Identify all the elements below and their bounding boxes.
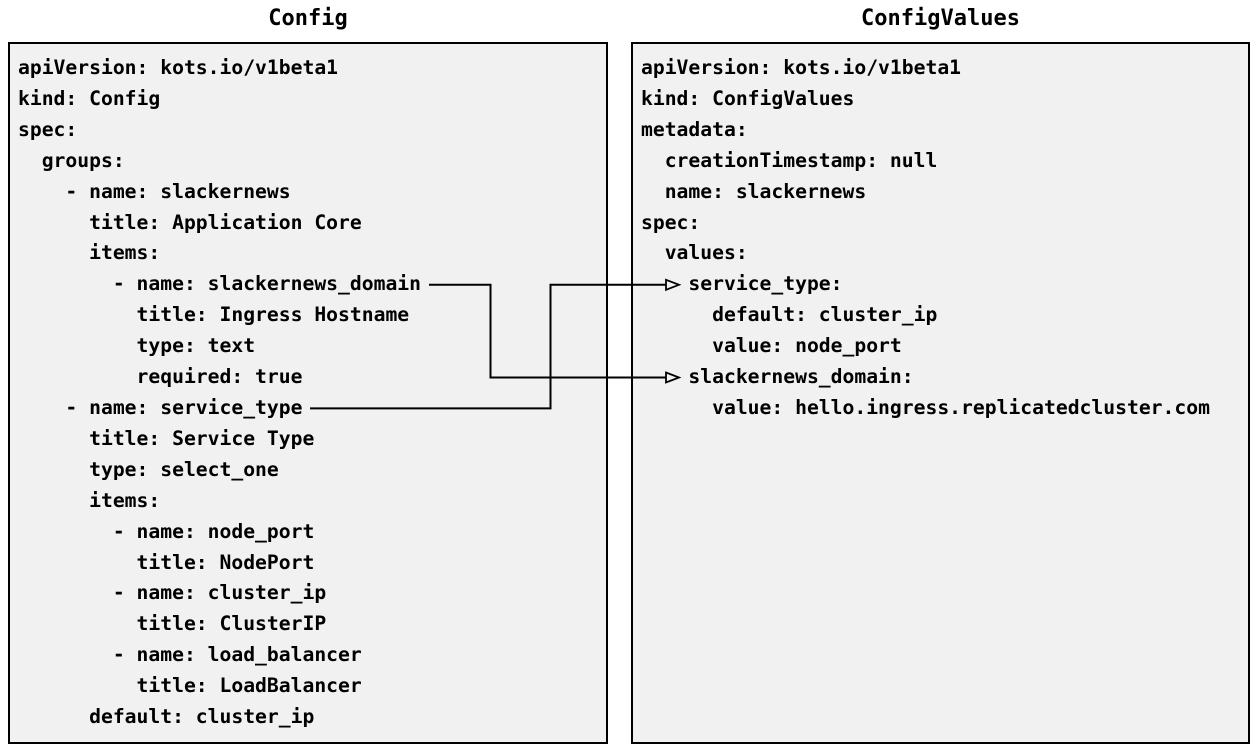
yaml-line-kind: kind: ConfigValues [641,86,855,110]
yaml-line-domain-key: slackernews_domain: [641,365,914,389]
yaml-line-slackernews-domain: - name: slackernews_domain [18,272,421,296]
yaml-line-service-default: default: cluster_ip [641,303,938,327]
yaml-line-metadata: metadata: [641,117,748,141]
yaml-line-apiversion: apiVersion: kots.io/v1beta1 [18,56,339,79]
config-panel-title: Config [268,6,348,31]
yaml-line-group-name: - name: slackernews [18,179,291,203]
yaml-line-load-balancer: - name: load_balancer [18,643,362,667]
yaml-line-loadbalancer-title: title: LoadBalancer [18,674,362,698]
yaml-line-cluster-ip: - name: cluster_ip [18,581,327,605]
yaml-line-type-text: type: text [18,334,256,358]
yaml-line-service-title: title: Service Type [18,426,315,450]
yaml-line-default: default: cluster_ip [18,705,315,729]
yaml-line-required: required: true [18,365,303,389]
yaml-line-kind: kind: Config [18,86,161,110]
yaml-line-service-type-value: service_type: [641,272,843,296]
yaml-line-values: values: [641,241,748,265]
configvalues-panel-title: ConfigValues [861,6,1020,31]
yaml-line-metadata-name: name: slackernews [641,179,867,203]
yaml-line-select-one: type: select_one [18,457,279,481]
yaml-line-service-value: value: node_port [641,334,902,358]
yaml-line-node-port: - name: node_port [18,519,315,543]
yaml-line-spec: spec: [641,210,701,234]
configvalues-yaml-box: apiVersion: kots.io/v1beta1 kind: Config… [631,42,1250,744]
yaml-line-groups: groups: [18,148,125,172]
yaml-line-nodeport-title: title: NodePort [18,550,315,574]
yaml-line-group-title: title: Application Core [18,210,362,234]
yaml-line-clusterip-title: title: ClusterIP [18,612,327,636]
yaml-line-spec: spec: [18,117,78,141]
config-yaml-box: apiVersion: kots.io/v1beta1 kind: Config… [8,42,608,744]
yaml-line-apiversion: apiVersion: kots.io/v1beta1 [641,56,962,79]
yaml-line-creation-timestamp: creationTimestamp: null [641,148,938,172]
yaml-line-items: items: [18,241,161,265]
yaml-line-domain-value: value: hello.ingress.replicatedcluster.c… [641,395,1210,419]
yaml-line-items-2: items: [18,488,161,512]
yaml-line-ingress-title: title: Ingress Hostname [18,303,410,327]
yaml-line-service-type: - name: service_type [18,395,303,419]
